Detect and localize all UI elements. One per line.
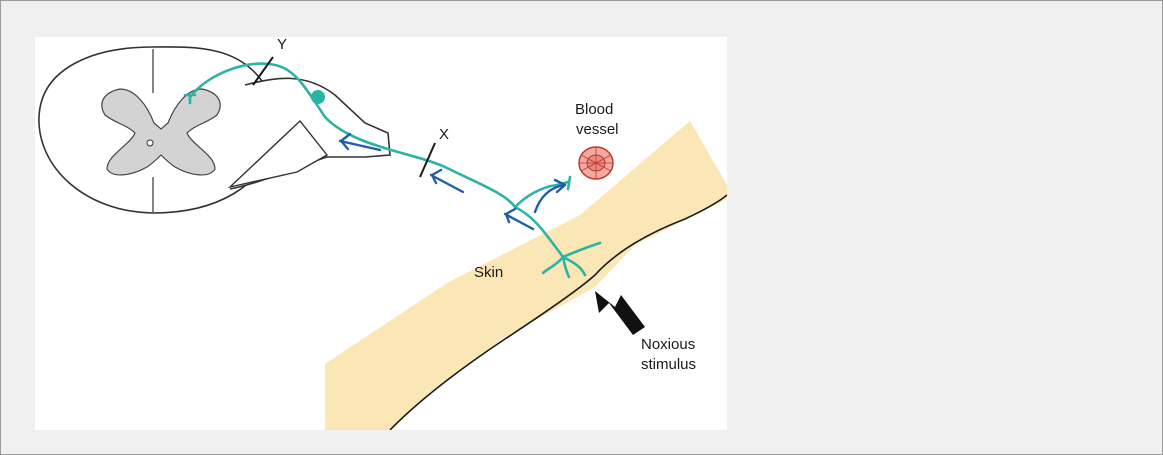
nociceptor-diagram: Y X Blood vessel Skin Noxious stimulus	[35, 37, 727, 430]
label-noxious: Noxious	[641, 336, 695, 353]
dorsal-root-ganglion-cell	[311, 90, 325, 104]
label-vessel: vessel	[576, 121, 619, 138]
label-x: X	[439, 126, 449, 143]
label-y: Y	[277, 37, 287, 53]
figure-panel: Y X Blood vessel Skin Noxious stimulus	[35, 37, 727, 430]
central-canal	[147, 140, 153, 146]
label-skin: Skin	[474, 264, 503, 281]
noxious-stimulus-arrow	[595, 291, 645, 335]
label-stimulus: stimulus	[641, 356, 696, 373]
skin-band	[325, 121, 727, 430]
blood-vessel-icon	[579, 147, 613, 179]
conduction-arrows	[340, 134, 565, 229]
label-blood: Blood	[575, 101, 613, 118]
